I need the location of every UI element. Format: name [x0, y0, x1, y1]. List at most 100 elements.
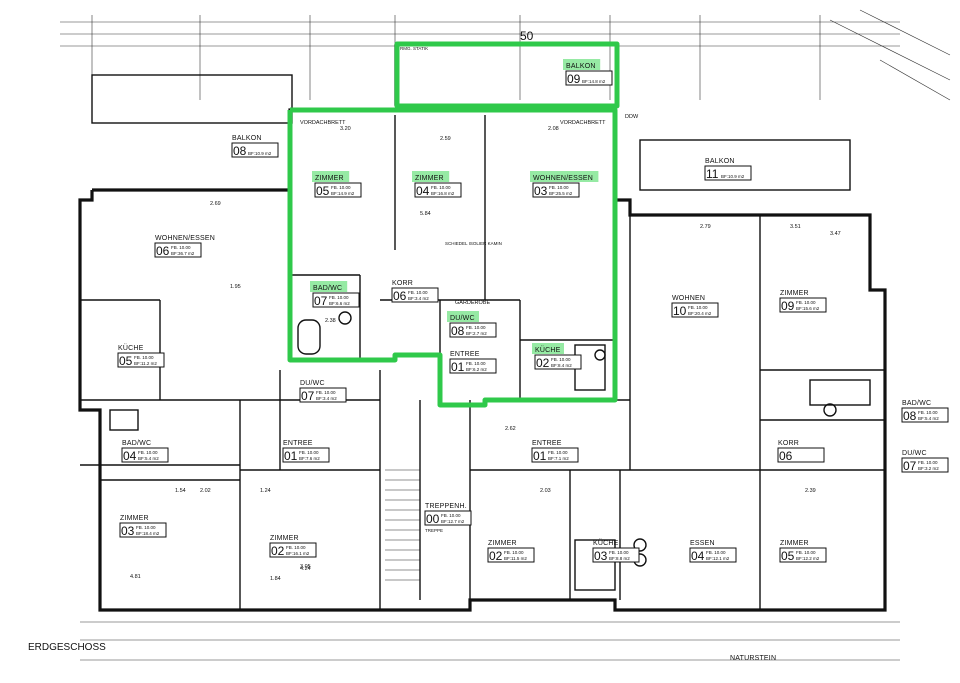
room-tag-box	[534, 354, 582, 370]
room-area: BF:11.2 m2	[134, 361, 157, 366]
dimension-value: 4.24	[300, 566, 311, 572]
treppe-label: TREPPE	[425, 528, 443, 533]
room-name: ENTREE	[532, 440, 562, 447]
room-tag-box	[779, 297, 827, 313]
room-name: ENTREE	[283, 440, 313, 447]
room-tag-box	[901, 457, 949, 473]
room-name: ZIMMER	[780, 290, 809, 297]
room-tag-box	[704, 165, 752, 181]
room-name: KÜCHE	[593, 539, 619, 547]
room-number: 05	[119, 354, 133, 368]
room-number: 01	[284, 449, 298, 463]
room-highlight-mark	[447, 311, 479, 322]
highlighted-apartment-outline	[287, 41, 620, 408]
room-number: 11	[706, 167, 719, 181]
room-tag-box	[282, 447, 330, 463]
room-tag-box	[314, 182, 362, 198]
room-area: BF:3.4 m2	[316, 396, 337, 401]
room-number: 05	[316, 184, 330, 198]
room-area: BF:16.8 m2	[431, 191, 455, 196]
vordachbrett-label: VORDACHBRETT	[560, 120, 606, 126]
room-floor-level: FB. 10.00	[796, 300, 816, 305]
room-area: BF:36.7 m2	[171, 251, 195, 256]
room-tag-box	[391, 287, 439, 303]
room-area: BF:7.1 m2	[548, 456, 569, 461]
room-tag-box	[269, 542, 317, 558]
room-number: 09	[781, 299, 795, 313]
room-area: BF:16.1 m2	[286, 551, 310, 556]
room-number: 02	[489, 549, 503, 563]
dimension-value: 1.84	[270, 576, 281, 582]
room-tag-box	[532, 182, 580, 198]
room-area: BF:20.4 m2	[688, 311, 712, 316]
statik-label: RMG. STATIK	[400, 46, 428, 51]
room-tag-box	[121, 447, 169, 463]
dimension-value: 2.38	[325, 318, 336, 324]
room-tag-box	[592, 547, 640, 563]
room-area: BF:12.1 m2	[706, 556, 730, 561]
room-floor-level: FB. 10.00	[316, 390, 336, 395]
dimension-value: 1.24	[260, 488, 271, 494]
room-name: DU/WC	[902, 450, 927, 457]
dimension-value: 2.69	[210, 201, 221, 207]
room-floor-level: FB. 10.00	[286, 545, 306, 550]
room-name: DU/WC	[450, 315, 475, 322]
room-name: DU/WC	[300, 380, 325, 387]
room-floor-level: FB. 10.00	[918, 410, 938, 415]
room-area: BF:5.4 m2	[138, 456, 159, 461]
room-name: BALKON	[566, 63, 596, 70]
room-floor-level: FB. 10.00	[549, 185, 569, 190]
room-name: KORR	[778, 440, 799, 447]
room-floor-level: FB. 10.00	[688, 305, 708, 310]
room-area: BF:12.7 m2	[441, 519, 465, 524]
room-tag-box	[901, 407, 949, 423]
room-floor-level: FB. 10.00	[609, 550, 629, 555]
room-area: BF:8.4 m2	[551, 363, 572, 368]
room-number: 07	[903, 459, 917, 473]
room-area: BF:10.9 m2	[248, 151, 272, 156]
garderobe-label: GARDEROBE	[455, 300, 490, 306]
room-floor-level: FB. 10.00	[551, 357, 571, 362]
room-tag-box	[449, 322, 497, 338]
room-number: 04	[123, 449, 137, 463]
room-area: BF:15.6 m2	[796, 306, 820, 311]
room-name: ZIMMER	[488, 540, 517, 547]
room-tag-box	[414, 182, 462, 198]
dimension-value: 3.20	[340, 126, 351, 132]
room-name: BALKON	[232, 135, 262, 142]
room-tag-box	[231, 142, 279, 158]
room-tag-box	[777, 447, 825, 463]
room-number: 06	[779, 449, 793, 463]
room-tag-box	[117, 352, 165, 368]
room-area: BF:12.2 m2	[796, 556, 820, 561]
room-name: ZIMMER	[270, 535, 299, 542]
room-number: 03	[121, 524, 135, 538]
dimension-value: 2.03	[540, 488, 551, 494]
room-floor-level: FB. 10.00	[796, 550, 816, 555]
room-name: TREPPENH.	[425, 503, 467, 510]
room-highlight-mark	[310, 281, 348, 292]
room-name: ZIMMER	[415, 175, 444, 182]
room-number: 10	[673, 304, 687, 318]
room-area: BF:6.2 m2	[466, 367, 487, 372]
room-floor-level: FB. 10.00	[504, 550, 524, 555]
dimension-value: 2.39	[805, 488, 816, 494]
dimension-value: 2.79	[700, 224, 711, 230]
room-tag-box	[449, 358, 497, 374]
grid-fifty-label: 50	[520, 29, 534, 43]
room-name: ZIMMER	[315, 175, 344, 182]
room-highlight-mark	[412, 171, 450, 182]
room-number: 05	[781, 549, 795, 563]
room-area: BF:14.9 m2	[331, 191, 355, 196]
